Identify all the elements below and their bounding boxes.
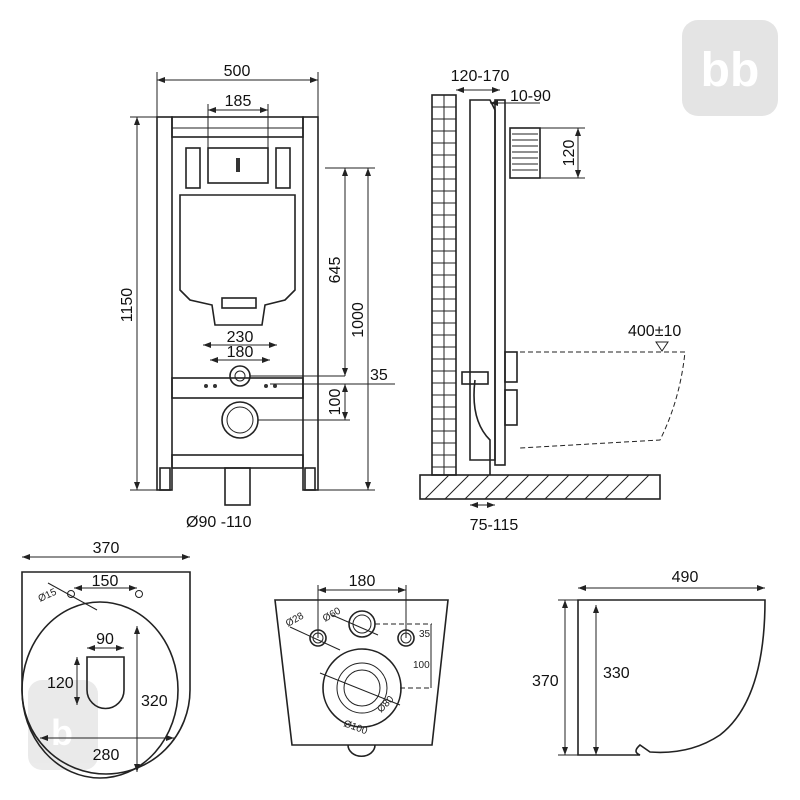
dim-front-width: 500: [224, 63, 251, 80]
dim-seat-height: 400±10: [628, 323, 681, 340]
dim-seat-length: 320: [141, 693, 168, 710]
dim-drain-depth: 75-115: [470, 517, 519, 534]
dim-frame-height: 1150: [119, 288, 136, 323]
dim-seat-width: 280: [93, 747, 120, 764]
dim-fixing-spacing: 150: [92, 573, 119, 590]
logo: bb: [682, 20, 778, 116]
dim-drain-diameter: Ø90 -110: [186, 514, 252, 531]
dim-rim-height: 330: [603, 665, 630, 682]
dim-hole-length: 120: [47, 675, 74, 692]
dim-bowl-length: 490: [672, 569, 699, 586]
dim-inlet-offset: 35: [419, 629, 431, 640]
dim-bowl-width: 370: [93, 540, 120, 557]
bowl-top-view: 370 150 Ø15 90 120 320 280: [21, 540, 191, 779]
dim-wall-depth: 120-170: [451, 68, 510, 85]
svg-text:b: b: [51, 712, 73, 753]
bowl-back-view: 180 35 100 Ø28 Ø60 Ø80 Ø100: [274, 573, 449, 758]
dim-bolt-diameter: Ø28: [284, 610, 306, 629]
front-view-dimensions: 500 185 1150 645 1000 230 180 35 100 Ø90…: [119, 63, 395, 531]
dim-35: 35: [370, 367, 388, 384]
dim-hole-width: 90: [96, 631, 114, 648]
bowl-side-view: 490 370 330: [532, 569, 766, 756]
dim-230: 230: [227, 329, 254, 346]
dim-button-width: 185: [225, 93, 252, 110]
dim-180: 180: [227, 344, 254, 361]
dim-1000: 1000: [350, 302, 367, 338]
dim-box-height: 120: [561, 140, 578, 167]
side-view: [419, 94, 686, 500]
svg-text:bb: bb: [701, 44, 760, 97]
front-view-frame: [156, 116, 319, 506]
dim-inlet-diameter: Ø60: [321, 605, 343, 624]
dim-fixing-diameter: Ø15: [37, 587, 59, 605]
dim-100: 100: [327, 389, 344, 416]
dim-645: 645: [327, 257, 344, 284]
dim-bowl-height: 370: [532, 673, 559, 690]
side-view-dimensions: 120-170 10-90 120 400±10 75-115: [451, 68, 682, 534]
dim-outlet-offset: 100: [413, 660, 430, 671]
dim-box-depth: 10-90: [510, 88, 551, 105]
dim-bolt-spacing: 180: [349, 573, 376, 590]
dim-outlet-outer: Ø100: [342, 718, 369, 737]
